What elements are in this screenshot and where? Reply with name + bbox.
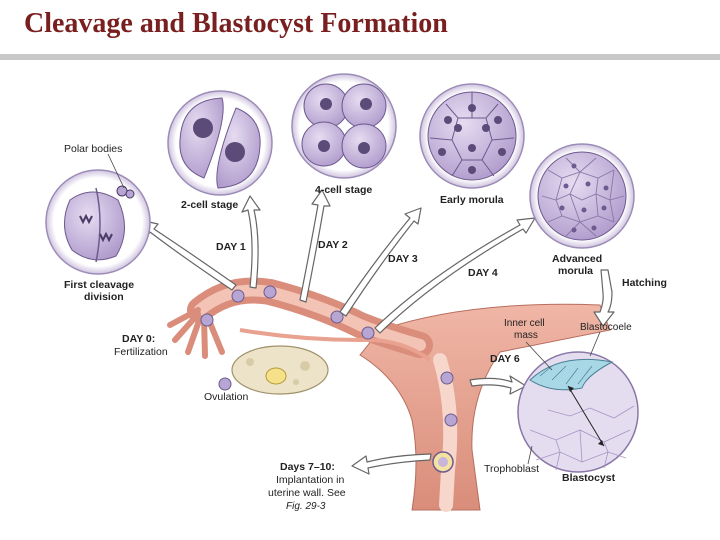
day2-label: DAY 2 (318, 239, 348, 251)
day0-label-line1: DAY 0: (122, 333, 155, 345)
four-cell-icon (291, 73, 397, 179)
zygote-icon (45, 169, 151, 275)
blastocoele-label: Blastocoele (580, 322, 632, 333)
implantation-label-line1: Days 7–10: (280, 461, 335, 473)
advanced-morula-label-line2: morula (558, 265, 593, 277)
early-morula-icon (419, 83, 525, 189)
ovary-icon (231, 345, 329, 395)
stage-arrows (139, 189, 615, 475)
trophoblast-label: Trophoblast (484, 463, 539, 475)
two-cell-label: 2-cell stage (181, 199, 238, 211)
implantation-label-line3: uterine wall. See (268, 487, 346, 499)
day6-label: DAY 6 (490, 353, 520, 365)
blastocyst-icon (517, 351, 639, 473)
hatching-label: Hatching (622, 277, 667, 289)
figure-reference: Fig. 29-3 (286, 501, 326, 512)
implantation-label-line2: Implantation in (276, 474, 344, 486)
ovulation-label: Ovulation (204, 391, 249, 403)
title-rule (0, 54, 720, 60)
leader-lines (107, 153, 601, 465)
tube-embryo-markers (200, 285, 458, 427)
implantation-site (432, 451, 454, 473)
four-cell-label: 4-cell stage (315, 184, 372, 196)
slide-title: Cleavage and Blastocyst Formation (24, 8, 448, 39)
blastocyst-label: Blastocyst (562, 472, 616, 484)
day3-label: DAY 3 (388, 253, 418, 265)
early-morula-label: Early morula (440, 194, 504, 206)
day1-label: DAY 1 (216, 241, 246, 253)
first-cleavage-label-line2: division (84, 291, 124, 303)
day0-label-line2: Fertilization (114, 346, 168, 358)
inner-cell-mass-label-line2: mass (514, 330, 538, 341)
advanced-morula-icon (529, 143, 635, 249)
day4-label: DAY 4 (468, 267, 498, 279)
polar-bodies-label: Polar bodies (64, 143, 122, 155)
inner-cell-mass-label-line1: Inner cell (504, 318, 545, 329)
first-cleavage-label-line1: First cleavage (64, 279, 134, 291)
two-cell-icon (167, 90, 273, 196)
advanced-morula-label-line1: Advanced (552, 253, 602, 265)
